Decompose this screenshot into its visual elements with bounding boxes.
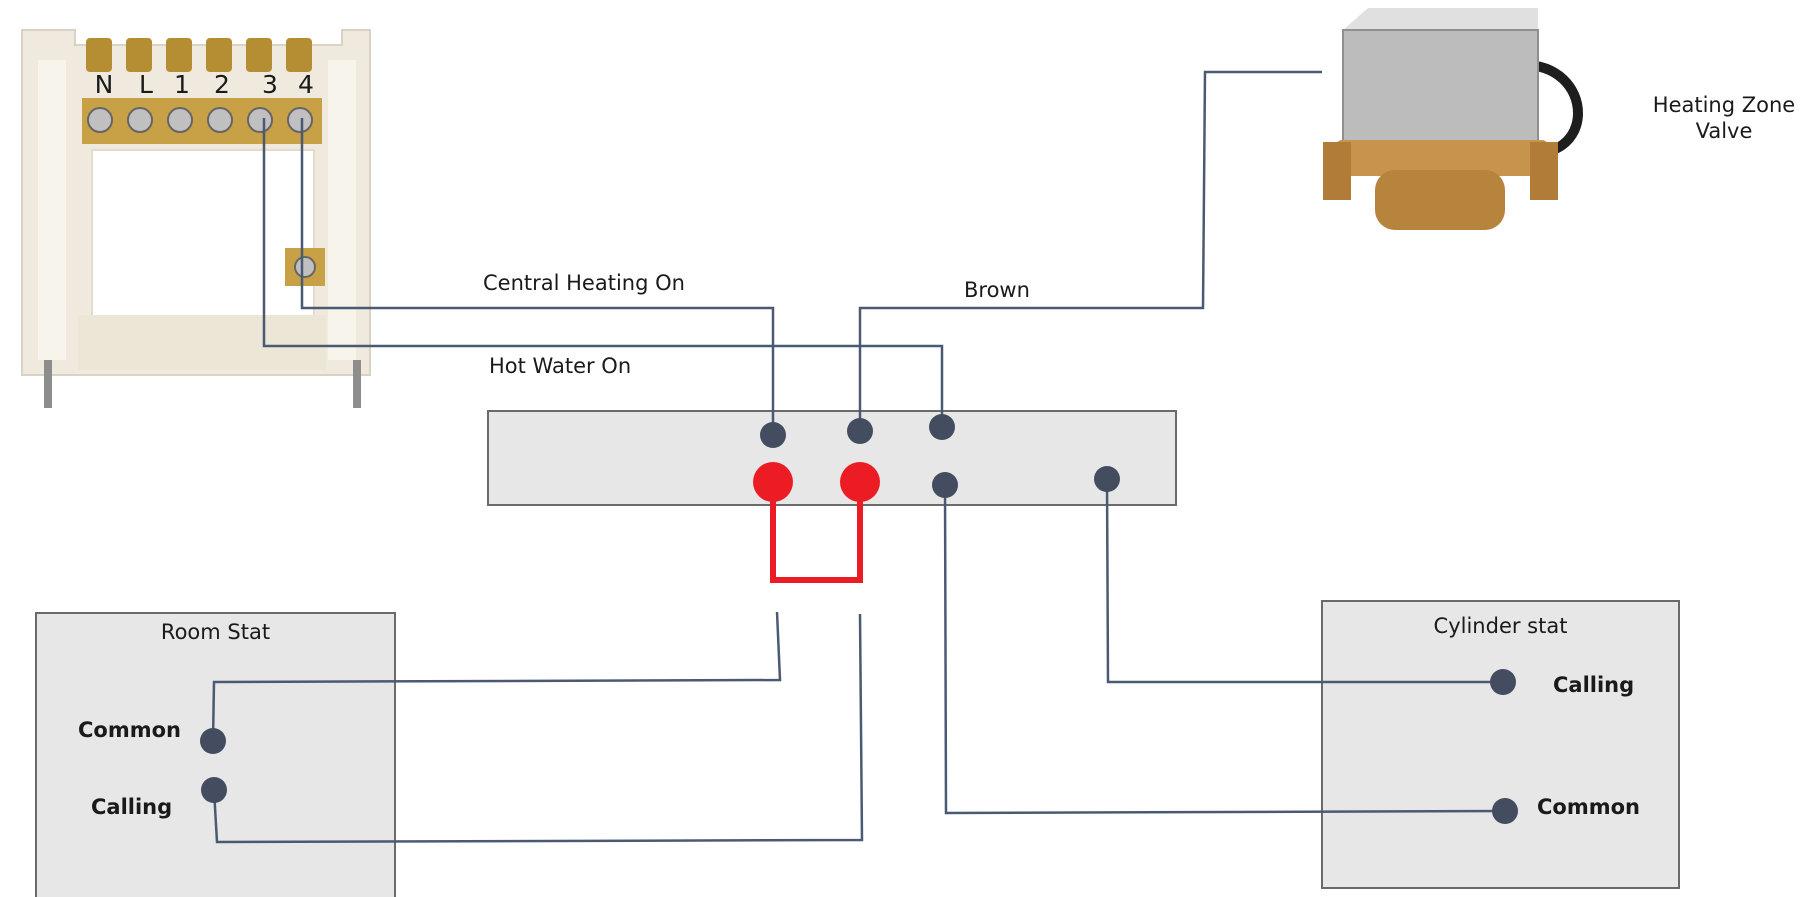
junction-box — [487, 410, 1177, 506]
central-heating-on-label: Central Heating On — [483, 271, 685, 295]
wire-central-heating-on — [300, 118, 775, 434]
red-link-wire — [770, 482, 863, 583]
cylinder-stat-title: Cylinder stat — [1433, 614, 1568, 638]
wire-room-stat-calling — [212, 613, 864, 844]
wire-cylinder-stat-common — [943, 482, 1506, 815]
room-stat-title: Room Stat — [160, 620, 271, 644]
room-stat-calling-label: Calling — [91, 795, 173, 819]
zone-valve-label-line2: Valve — [1695, 119, 1753, 144]
jb-terminal-cylinder-calling — [1094, 466, 1120, 492]
terminal-label-1: 1 — [174, 70, 190, 99]
jb-terminal-hw-on — [929, 414, 955, 440]
wiring-backplate-image — [21, 29, 371, 408]
room-stat-box — [35, 612, 396, 897]
cylinder-stat-calling-terminal — [1490, 669, 1516, 695]
cylinder-stat-box — [1321, 600, 1680, 889]
terminal-label-l: L — [139, 70, 153, 99]
terminal-label-4: 4 — [298, 70, 314, 99]
room-stat-common-terminal — [200, 728, 226, 754]
jb-terminal-brown — [847, 418, 873, 444]
room-stat-common-label: Common — [78, 718, 181, 742]
terminal-label-3: 3 — [262, 70, 278, 99]
jb-terminal-ch-on — [760, 422, 786, 448]
jb-terminal-cylinder-common — [932, 472, 958, 498]
jb-terminal-link-a — [753, 462, 793, 502]
cylinder-stat-common-label: Common — [1537, 795, 1640, 819]
hot-water-on-label: Hot Water On — [489, 354, 632, 378]
wire-cylinder-stat-calling — [1105, 478, 1503, 684]
jb-terminal-link-b — [840, 462, 880, 502]
wire-brown — [858, 70, 1322, 431]
zone-valve-label-line1: Heating Zone — [1652, 93, 1796, 117]
terminal-label-n: N — [95, 70, 114, 99]
zone-valve-image — [1323, 8, 1583, 230]
cylinder-stat-common-terminal — [1492, 798, 1518, 824]
cylinder-stat-calling-label: Calling — [1553, 673, 1635, 697]
room-stat-calling-terminal — [201, 777, 227, 803]
zone-valve-label: Heating Zone Valve — [1640, 92, 1808, 145]
terminal-label-2: 2 — [214, 70, 230, 99]
brown-label: Brown — [964, 278, 1030, 302]
wire-room-stat-common — [211, 611, 782, 742]
wire-hot-water-on — [262, 118, 944, 427]
